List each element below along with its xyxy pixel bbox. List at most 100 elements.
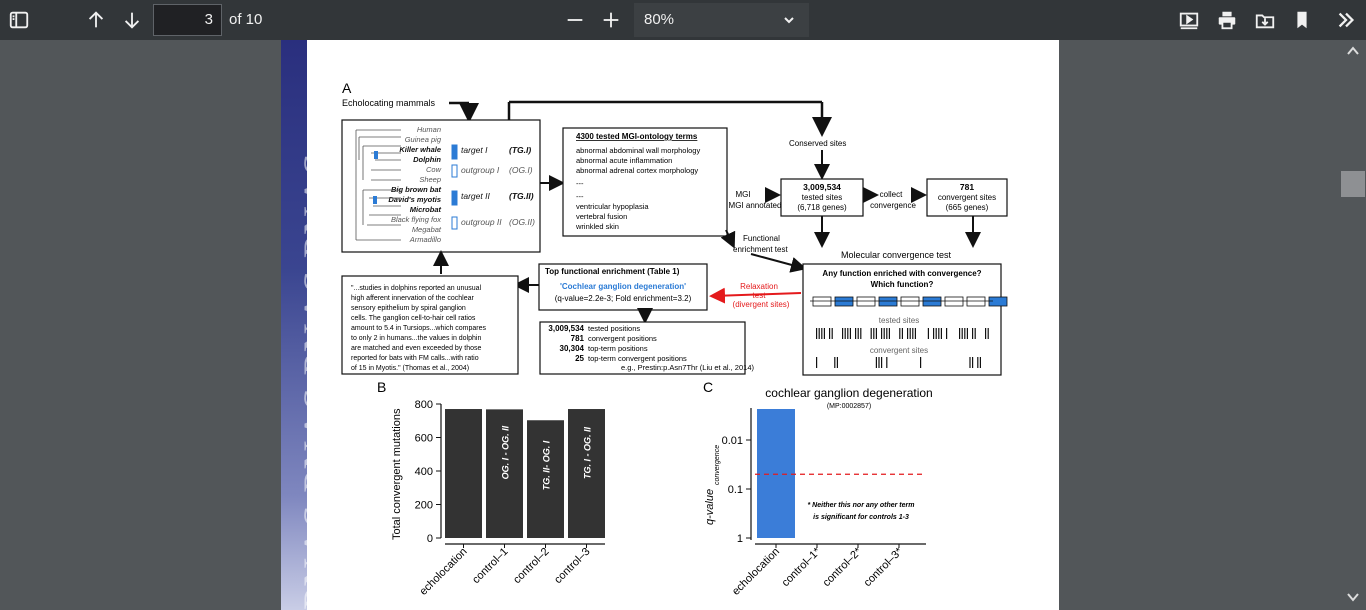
- sequence-box: [944, 296, 964, 307]
- plus-icon[interactable]: [597, 6, 625, 34]
- minus-icon[interactable]: [561, 6, 589, 34]
- quote-line: of 15 in Myotis." (Thomas et al., 2004): [351, 365, 469, 372]
- position-label: top-term convergent positions: [588, 354, 687, 363]
- species-label: Black flying fox: [391, 215, 441, 224]
- species-label: Microbat: [410, 205, 442, 214]
- svg-text:'Cochlear ganglion degeneratio: 'Cochlear ganglion degeneration': [560, 282, 686, 291]
- sidebar-toggle-icon[interactable]: [5, 6, 33, 34]
- mgi-annotated-label: MGI: [735, 190, 750, 199]
- quote-line: cells. The ganglion cell-to-hair cell ra…: [351, 315, 476, 322]
- panel-c-title: cochlear ganglion degeneration: [765, 386, 932, 400]
- b-bar-label: OG. I - OG. II: [501, 425, 511, 479]
- quote-box: [341, 275, 519, 375]
- print-icon[interactable]: [1213, 6, 1241, 34]
- group-marker: [451, 216, 458, 230]
- b-ytick-label: 0: [427, 533, 433, 545]
- sequence-box: [988, 296, 1008, 307]
- group-abbr: (OG.II): [509, 217, 535, 227]
- sequence-box: [812, 296, 832, 307]
- arrow-down-icon[interactable]: [118, 6, 146, 34]
- sequence-box: [856, 296, 876, 307]
- svg-text:Functional: Functional: [743, 234, 780, 243]
- svg-text:collect: collect: [880, 190, 903, 199]
- mgi-title: 4300 tested MGI-ontology terms: [576, 132, 698, 141]
- quote-line: reported for bats with FM calls...with r…: [351, 355, 479, 362]
- species-label: David's myotis: [388, 195, 441, 204]
- svg-text:Which function?: Which function?: [871, 280, 934, 289]
- b-xtick-label: echolocation: [417, 546, 469, 598]
- c-xtick-label: control–1*: [780, 545, 824, 589]
- b-bar-label: TG. I - OG. II: [583, 427, 593, 480]
- document-viewer[interactable]: PNAS PNAS PNAS PNAS A Echolocating mamma…: [0, 40, 1366, 610]
- b-xtick-label: control–2: [511, 546, 551, 586]
- group-marker: [451, 144, 458, 160]
- mgi-term: abnormal adrenal cortex morphology: [576, 166, 698, 175]
- position-count: 781: [571, 334, 585, 343]
- c-bar: [757, 409, 795, 538]
- bookmark-icon[interactable]: [1288, 6, 1316, 34]
- c-xtick-label: echolocation: [730, 546, 782, 598]
- position-label: top-term positions: [588, 344, 648, 353]
- b-bar: [445, 409, 482, 538]
- panel-c-subtitle: (MP:0002857): [827, 403, 871, 410]
- position-count: 3,009,534: [548, 324, 584, 333]
- panel-c-ylabel-sub: convergence: [714, 445, 721, 485]
- tested-site-ticks: [815, 328, 989, 339]
- scrollbar-thumb[interactable]: [1341, 171, 1365, 197]
- group-list: target I(TG.I)outgroup I(OG.I)target II(…: [451, 144, 535, 230]
- b-ytick-label: 600: [415, 433, 433, 445]
- species-label: Megabat: [412, 225, 442, 234]
- group-label: target II: [461, 191, 490, 201]
- svg-text:MGI annotated: MGI annotated: [729, 201, 782, 210]
- arrow-up-icon[interactable]: [82, 6, 110, 34]
- panel-c-note-2: is significant for controls 1-3: [813, 514, 909, 521]
- c-xtick-label: control–3*: [862, 545, 906, 589]
- group-marker: [451, 164, 458, 178]
- panel-a-label: A: [342, 80, 352, 96]
- group-abbr: (OG.I): [509, 165, 533, 175]
- species-tree-box: [341, 119, 541, 253]
- svg-text:(665 genes): (665 genes): [946, 203, 989, 212]
- quote-line: "...studies in dolphins reported an unus…: [351, 285, 482, 292]
- c-ytick-label: 1: [737, 533, 743, 545]
- double-chevron-right-icon[interactable]: [1332, 6, 1360, 34]
- sequence-box: [878, 296, 898, 307]
- chevron-down-icon: [781, 3, 797, 50]
- svg-text:convergent sites: convergent sites: [938, 193, 996, 202]
- sequence-box: [966, 296, 986, 307]
- b-ytick-label: 800: [415, 399, 433, 411]
- zoom-select[interactable]: 80%: [634, 3, 809, 37]
- scroll-down-icon[interactable]: [1346, 590, 1360, 607]
- mol-conv-title: Molecular convergence test: [841, 250, 952, 260]
- mgi-terms-box: [562, 127, 728, 237]
- b-bar: [568, 409, 605, 538]
- mgi-term: wrinkled skin: [575, 222, 619, 231]
- vertical-scrollbar[interactable]: [1340, 40, 1366, 610]
- group-marker: [451, 190, 458, 206]
- c-ytick-label: 0.01: [722, 435, 743, 447]
- download-icon[interactable]: [1251, 6, 1279, 34]
- quote-line: to only 2 in humans...the values in dolp…: [351, 335, 481, 342]
- presentation-icon[interactable]: [1175, 6, 1203, 34]
- species-label: Cow: [426, 165, 442, 174]
- species-label: Sheep: [419, 175, 441, 184]
- svg-text:3,009,534: 3,009,534: [803, 182, 841, 192]
- svg-text:tested sites: tested sites: [802, 193, 842, 202]
- b-bar: [527, 420, 564, 538]
- journal-strip: PNAS PNAS PNAS PNAS: [281, 40, 340, 610]
- page-number-input[interactable]: 3: [153, 4, 222, 36]
- species-label: Armadillo: [409, 235, 441, 244]
- scroll-up-icon[interactable]: [1346, 44, 1360, 61]
- svg-text:convergence: convergence: [870, 201, 916, 210]
- pdf-page: PNAS PNAS PNAS PNAS A Echolocating mamma…: [281, 40, 1059, 610]
- b-bar: [486, 409, 523, 538]
- group-abbr: (TG.I): [509, 145, 531, 155]
- quote-text: "...studies in dolphins reported an unus…: [351, 285, 487, 372]
- c-xtick-label: control–2*: [821, 545, 865, 589]
- convergent-sites-box: [926, 178, 1008, 217]
- mgi-term: ---: [576, 179, 584, 188]
- svg-text:test: test: [753, 291, 767, 300]
- panel-c-note-1: * Neither this nor any other term: [808, 502, 915, 509]
